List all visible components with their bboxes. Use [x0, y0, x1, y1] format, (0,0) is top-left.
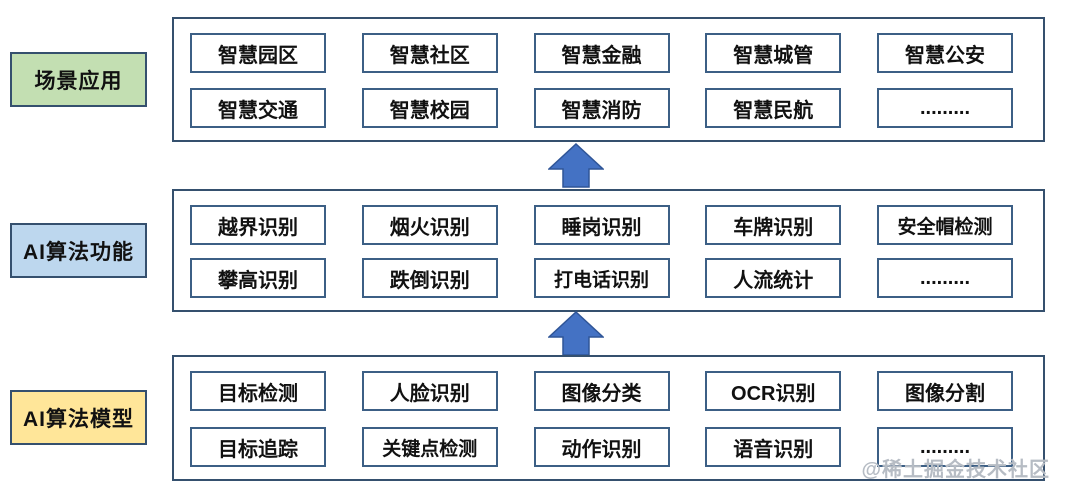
model-box: 目标追踪 — [190, 427, 326, 467]
box-row: 智慧交通 智慧校园 智慧消防 智慧民航 ......... — [190, 88, 1013, 128]
box-row: 目标追踪 关键点检测 动作识别 语音识别 ......... — [190, 427, 1013, 467]
function-box: 车牌识别 — [705, 205, 842, 245]
layer-container-ai-algorithm-models: 目标检测 人脸识别 图像分类 OCR识别 图像分割 目标追踪 关键点检测 动作识… — [172, 355, 1045, 481]
function-box: 烟火识别 — [361, 205, 498, 245]
box-row: 目标检测 人脸识别 图像分类 OCR识别 图像分割 — [190, 371, 1013, 411]
function-box-more: ......... — [877, 258, 1013, 298]
function-box: 人流统计 — [705, 258, 842, 298]
layer-label-text: AI算法模型 — [23, 407, 134, 431]
layer-label-text: AI算法功能 — [23, 240, 134, 264]
function-box: 睡岗识别 — [533, 205, 670, 245]
app-box: 智慧交通 — [190, 88, 326, 128]
model-box-more: ......... — [877, 427, 1013, 467]
function-box: 攀高识别 — [190, 258, 326, 298]
model-box: 关键点检测 — [361, 427, 498, 467]
app-box: 智慧金融 — [533, 33, 670, 73]
app-box: 智慧公安 — [877, 33, 1013, 73]
layer-container-ai-algorithm-functions: 越界识别 烟火识别 睡岗识别 车牌识别 安全帽检测 攀高识别 跌倒识别 打电话识… — [172, 189, 1045, 312]
app-box: 智慧城管 — [705, 33, 842, 73]
app-box-more: ......... — [877, 88, 1013, 128]
model-box: 动作识别 — [533, 427, 670, 467]
layer-label-text: 场景应用 — [34, 69, 123, 93]
layer-container-scene-applications: 智慧园区 智慧社区 智慧金融 智慧城管 智慧公安 智慧交通 智慧校园 智慧消防 … — [172, 17, 1045, 142]
app-box: 智慧校园 — [361, 88, 498, 128]
function-box: 打电话识别 — [533, 258, 670, 298]
app-box: 智慧消防 — [533, 88, 670, 128]
up-arrow-icon — [548, 311, 604, 356]
model-box: 目标检测 — [190, 371, 326, 411]
model-box: 语音识别 — [705, 427, 842, 467]
up-arrow-icon — [548, 143, 604, 188]
app-box: 智慧园区 — [190, 33, 326, 73]
function-box: 越界识别 — [190, 205, 326, 245]
model-box: 图像分割 — [877, 371, 1013, 411]
app-box: 智慧社区 — [361, 33, 498, 73]
layer-label-scene-applications: 场景应用 — [10, 52, 147, 107]
model-box: OCR识别 — [705, 371, 842, 411]
function-box: 跌倒识别 — [361, 258, 498, 298]
model-box: 人脸识别 — [361, 371, 498, 411]
layer-label-ai-algorithm-models: AI算法模型 — [10, 390, 147, 445]
box-row: 越界识别 烟火识别 睡岗识别 车牌识别 安全帽检测 — [190, 205, 1013, 245]
function-box: 安全帽检测 — [877, 205, 1013, 245]
app-box: 智慧民航 — [705, 88, 842, 128]
model-box: 图像分类 — [533, 371, 670, 411]
box-row: 智慧园区 智慧社区 智慧金融 智慧城管 智慧公安 — [190, 33, 1013, 73]
box-row: 攀高识别 跌倒识别 打电话识别 人流统计 ......... — [190, 258, 1013, 298]
layer-label-ai-algorithm-functions: AI算法功能 — [10, 223, 147, 278]
